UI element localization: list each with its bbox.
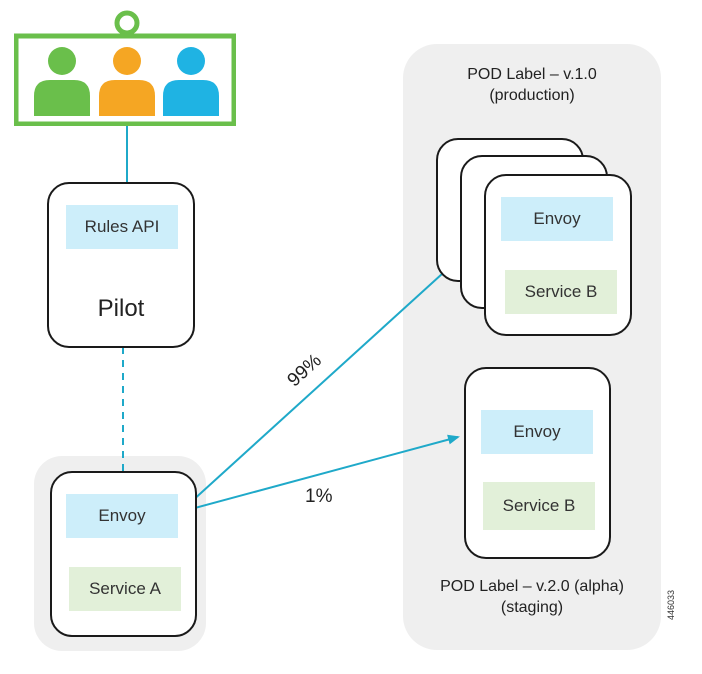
person-right-head (177, 47, 205, 75)
hanger-ring (114, 10, 140, 36)
person-right-body (163, 80, 219, 116)
source-envoy-box: Envoy (66, 494, 178, 538)
people-group-graphic (14, 10, 236, 126)
person-middle-body (99, 80, 155, 116)
rules-api-box: Rules API (66, 205, 178, 249)
staging-traffic-percent: 1% (305, 486, 333, 507)
person-left-head (48, 47, 76, 75)
arrow-to-staging (179, 434, 460, 513)
person-left-body (34, 80, 90, 116)
production-pod-label-line1: POD Label – v.1.0 (467, 66, 597, 83)
staging-envoy-box: Envoy (481, 410, 593, 454)
staging-pod-label: POD Label – v.2.0 (alpha) (staging) (403, 576, 661, 618)
staging-service-b-box: Service B (483, 482, 595, 530)
production-service-b-box: Service B (505, 270, 617, 314)
figure-id: 446033 (666, 589, 677, 621)
production-pod-label: POD Label – v.1.0 (production) (403, 64, 661, 106)
production-envoy-box: Envoy (501, 197, 613, 241)
pilot-title: Pilot (97, 295, 145, 322)
staging-pod-label-line2: (staging) (500, 599, 564, 616)
production-pod-label-line2: (production) (489, 87, 575, 104)
people-group-icon (14, 10, 236, 126)
person-middle-head (113, 47, 141, 75)
service-a-box: Service A (69, 567, 181, 611)
staging-pod-label-line1: POD Label – v.2.0 (alpha) (440, 578, 624, 595)
staging-pod-card (464, 367, 611, 559)
